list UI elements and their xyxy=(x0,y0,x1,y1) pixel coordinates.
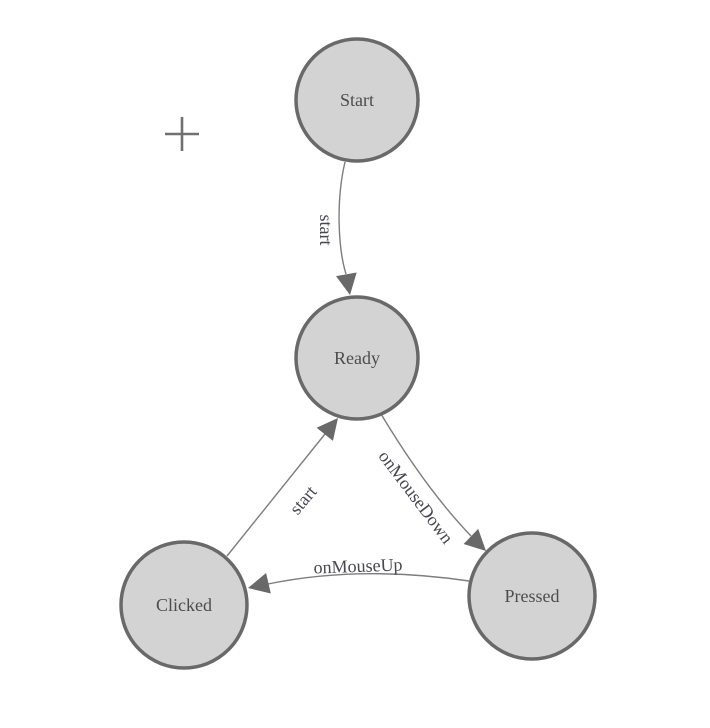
state-label: Pressed xyxy=(505,586,560,606)
state-circle[interactable] xyxy=(294,37,420,163)
arrowhead-icon xyxy=(248,573,271,594)
transition-label: start xyxy=(285,482,320,519)
state-circle[interactable] xyxy=(294,295,420,421)
state-label: Start xyxy=(340,90,374,110)
state-node-clicked[interactable]: Clicked xyxy=(119,540,249,670)
arrowhead-icon xyxy=(463,528,486,551)
state-circle[interactable] xyxy=(467,531,597,661)
transition-wire[interactable] xyxy=(380,413,472,537)
transition-label: onMouseUp xyxy=(313,554,403,577)
state-label: Clicked xyxy=(156,595,212,615)
transition-pressed-clicked[interactable]: onMouseUp xyxy=(246,554,470,598)
state-node-ready[interactable]: Ready xyxy=(294,295,420,421)
arrowhead-icon xyxy=(316,418,338,441)
transition-label: start xyxy=(316,215,336,246)
arrowhead-icon xyxy=(336,272,357,295)
state-label: Ready xyxy=(334,348,380,368)
transition-wire[interactable] xyxy=(338,161,347,275)
origin-crosshair-icon xyxy=(165,117,199,151)
state-node-start[interactable]: Start xyxy=(294,37,420,163)
transition-start-ready[interactable]: start xyxy=(316,161,360,297)
transition-ready-pressed[interactable]: onMouseDown xyxy=(375,413,494,559)
state-circle[interactable] xyxy=(119,540,249,670)
transition-clicked-ready[interactable]: start xyxy=(226,411,346,557)
transition-wire[interactable] xyxy=(226,433,326,557)
state-node-pressed[interactable]: Pressed xyxy=(467,531,597,661)
transition-label: onMouseDown xyxy=(375,447,458,548)
transition-wire[interactable] xyxy=(267,572,470,585)
